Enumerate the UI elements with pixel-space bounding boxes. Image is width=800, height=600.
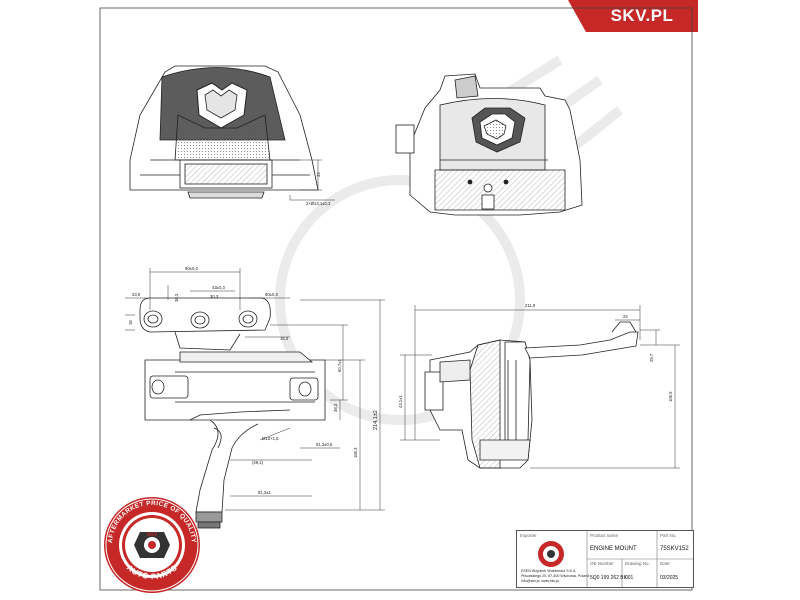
brand-logo: SKV.PL <box>568 0 698 32</box>
dim-60-7: 60,7±1 <box>337 359 342 372</box>
dim-23-9: 23,9 <box>132 292 141 297</box>
oe-number-label: OE Number <box>590 561 614 566</box>
dim-185: 185,3 <box>353 447 358 458</box>
sheet-frame <box>99 7 693 591</box>
view-front-dims <box>125 268 385 511</box>
oe-number: 5Q0 199 262 BK <box>590 575 627 581</box>
drawing-no-label: Drawing No. <box>625 561 650 566</box>
dim-211: 211,9 <box>525 303 536 308</box>
dim-29-7: 29,7 <box>649 353 654 362</box>
importer-label: Importer <box>520 533 537 538</box>
dim-33: 33 <box>316 172 321 177</box>
view-side <box>424 321 639 469</box>
title-block: Importer ESEN Wojciech Wolniewicz S.K.A.… <box>516 530 694 588</box>
date: 03/2025 <box>660 575 679 581</box>
dim-m12: M12×1,5 <box>262 436 279 441</box>
part-no: 75SKV152 <box>660 546 689 552</box>
view-iso <box>395 73 583 216</box>
view-top <box>129 65 319 199</box>
product-name: ENGINE MOUNT <box>590 546 637 552</box>
dim-43-1: 43,1±1 <box>398 395 403 408</box>
view-front <box>139 297 326 529</box>
dim-15-4: 15,4 <box>280 336 289 341</box>
product-name-label: Product name <box>590 533 619 538</box>
dim-30-3: 30,3 <box>210 294 219 299</box>
dim-214: 214,1±2 <box>373 410 379 430</box>
dim-38-3: 38,3 <box>333 403 338 412</box>
dim-106: 106,9 <box>668 391 673 402</box>
drawing-no: 001 <box>625 575 634 581</box>
part-no-label: Part No. <box>660 533 677 538</box>
view-top-dims <box>289 159 335 201</box>
dim-81: 81,3±1 <box>258 490 271 495</box>
importer-line-1: ESEN Wojciech Wolniewicz S.K.A. <box>521 569 577 573</box>
view-side-dims <box>400 305 680 469</box>
date-label: Date <box>660 561 670 566</box>
dim-24: 24 <box>623 314 628 319</box>
dim-18: 18 <box>128 320 133 325</box>
dim-49: (49,1) <box>252 460 264 465</box>
quality-seal <box>104 497 200 593</box>
dim-60: 60±0,3 <box>265 292 278 297</box>
dim-38: 38,3 <box>174 293 179 302</box>
importer-logo <box>538 541 564 567</box>
importer-line-2: Pilsudskiego 20, 67-400 Wschowa, Poland <box>521 574 590 578</box>
dim-90: 90±0,3 <box>185 266 198 271</box>
dim-51: 51,3±0,5 <box>316 442 333 447</box>
dimension-labels: 3×Ø13,1±0,3 33 90±0,3 43±0,3 60±0,3 23,9… <box>128 172 673 495</box>
importer-line-3: info@skv.pl, www.skv.pl <box>521 579 559 583</box>
dim-3x45: 3×Ø13,1±0,3 <box>306 201 331 206</box>
dim-43: 43±0,3 <box>212 285 225 290</box>
